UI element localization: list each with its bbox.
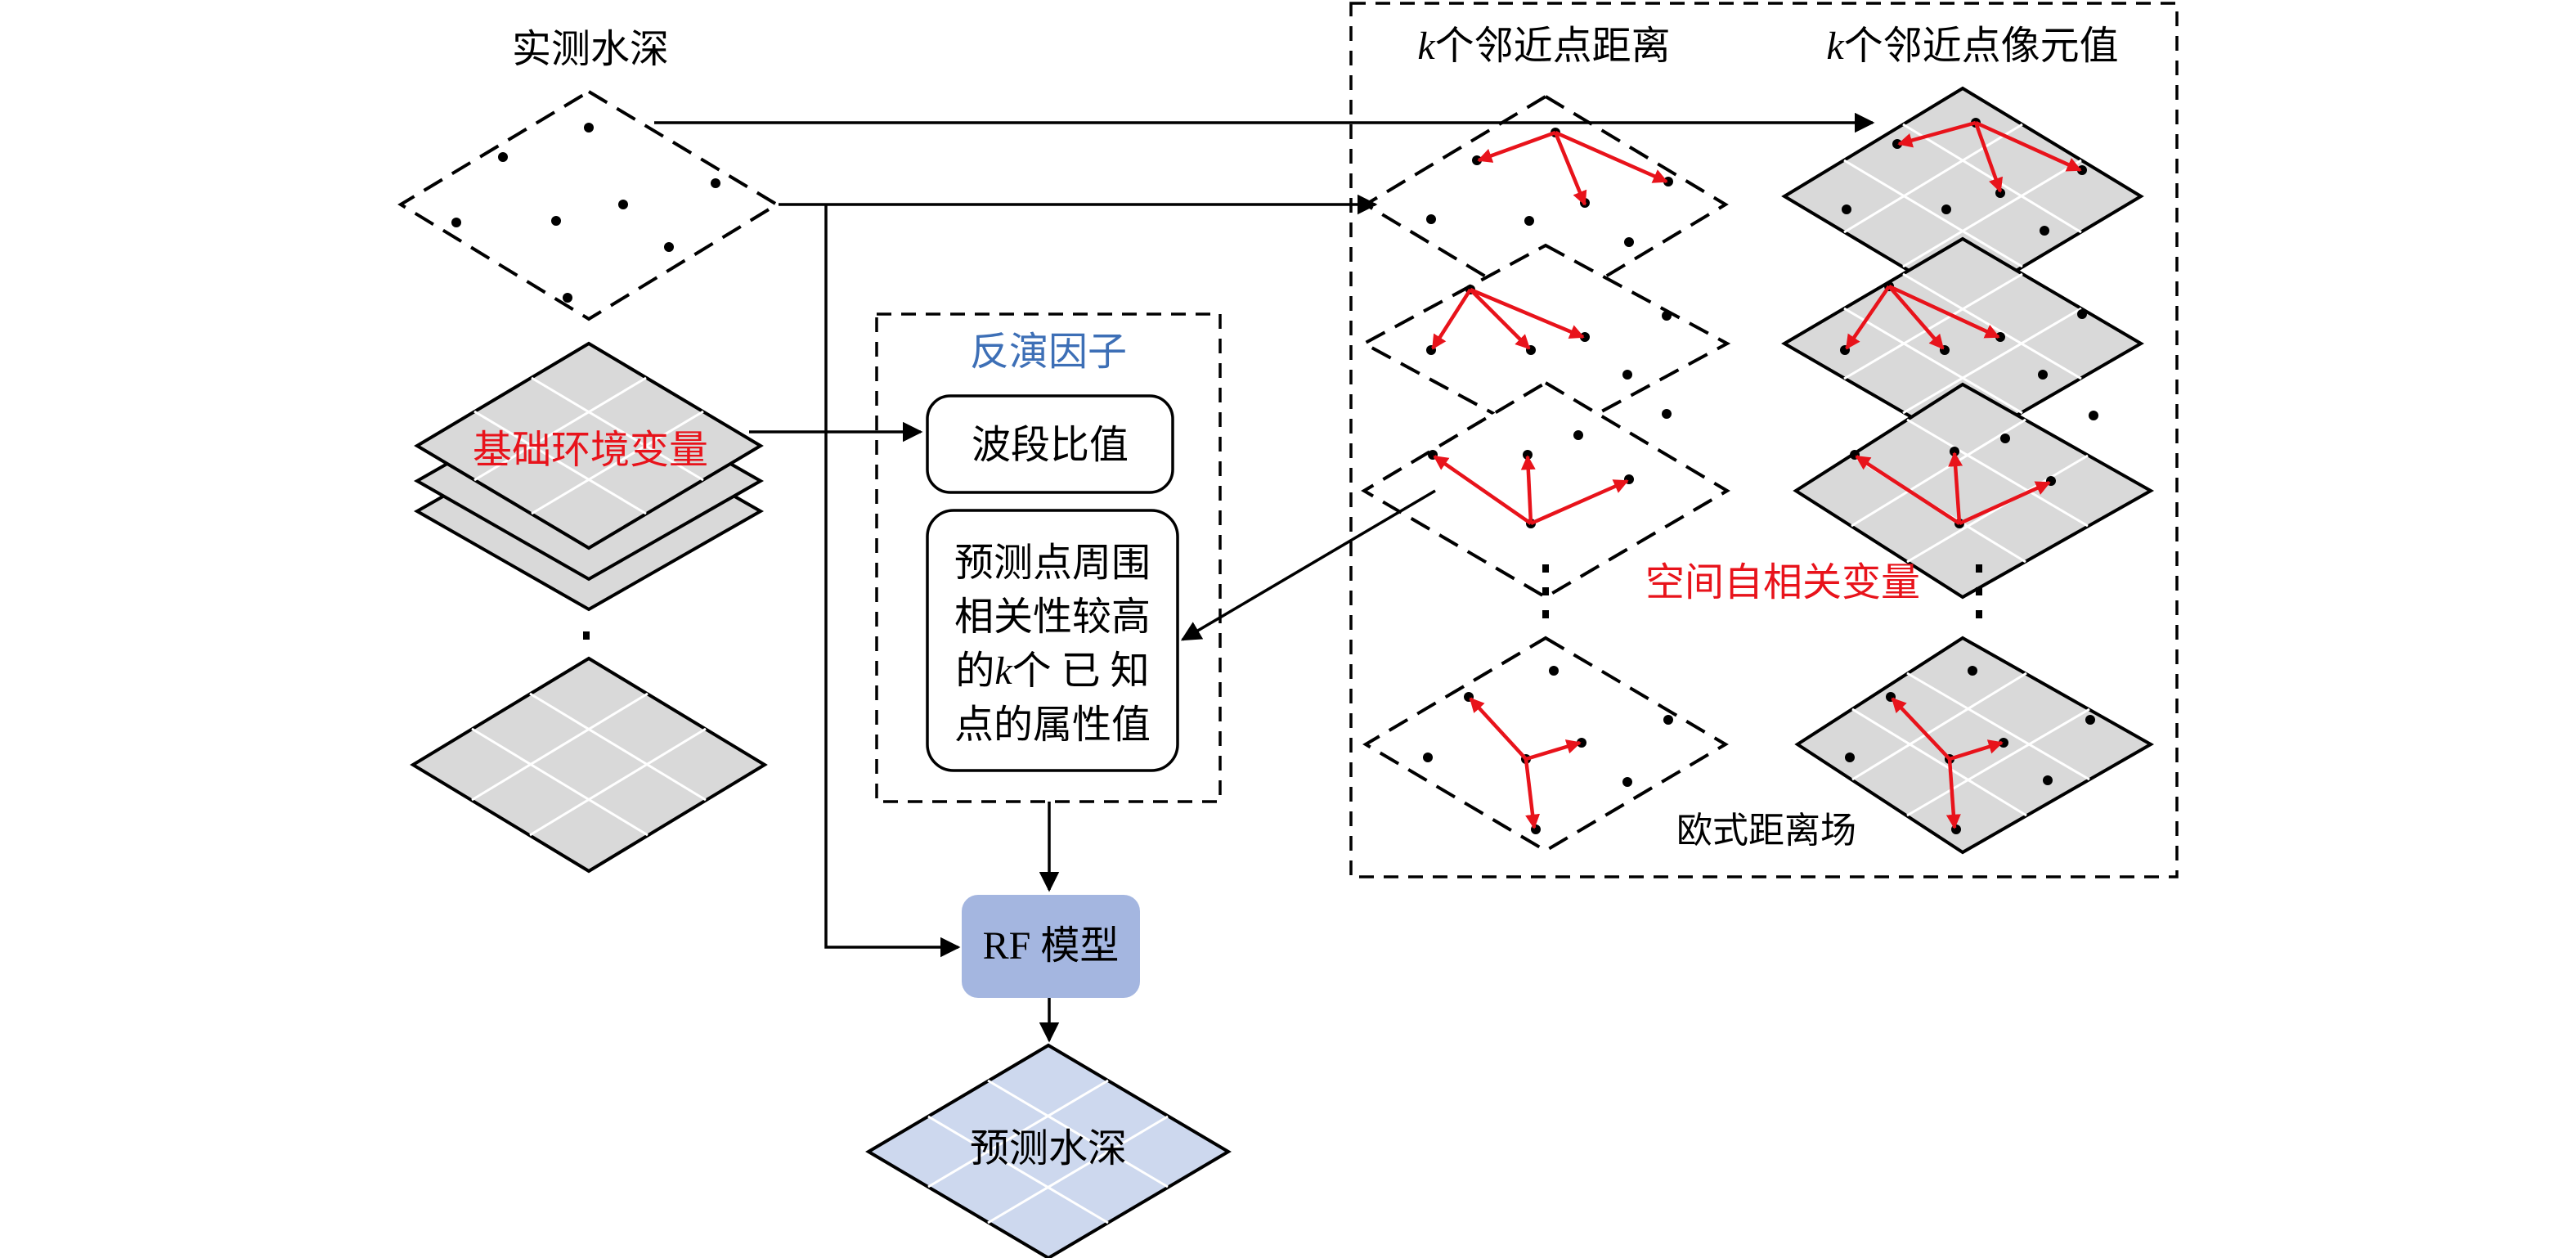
- base-env-vars-label: 基础环境变量: [473, 429, 708, 472]
- k-pix-header: k个邻近点像元值: [1826, 25, 2118, 68]
- k-dist-header: k个邻近点距离: [1417, 25, 1670, 68]
- base-env-var-stack: [413, 341, 765, 612]
- arrow-depth-to-rf: [824, 204, 961, 958]
- k-neighbor-attr-line2: 相关性较高: [954, 595, 1151, 639]
- env-var-plate-n: [410, 656, 768, 874]
- arrow-distance-to-attr: [1180, 489, 1436, 641]
- pixel-plate-n: [1794, 636, 2155, 855]
- inversion-factors-label: 反演因子: [970, 330, 1127, 374]
- k-neighbor-attr-box: [926, 509, 1179, 772]
- pixel-plate-3: [1793, 382, 2155, 600]
- pixel-plate-2: [1781, 236, 2144, 449]
- rf-model-label: RF 模型: [983, 924, 1120, 968]
- distance-plate-1: [1362, 94, 1729, 315]
- predicted-depth-label: 预测水深: [970, 1127, 1127, 1170]
- k-neighbor-attr-line3: 的k个 已 知: [955, 649, 1149, 693]
- pixel-ellipsis: [1976, 564, 1982, 618]
- band-ratio-label: 波段比值: [972, 424, 1129, 467]
- measured-depth-plate: [397, 89, 780, 321]
- inversion-factors-box: [875, 312, 1222, 803]
- distance-plate-n: [1362, 636, 1729, 853]
- distance-plate-3: [1361, 380, 1730, 600]
- rf-model-box: [962, 895, 1140, 998]
- measured-depth-label: 实测水深: [512, 28, 669, 71]
- band-ratio-box: [926, 394, 1174, 494]
- k-neighbor-attr-line1: 预测点周围: [954, 541, 1151, 585]
- distance-ellipsis: [1542, 564, 1549, 618]
- k-neighbor-attr-line4: 点的属性值: [954, 703, 1151, 747]
- euclid-field-label: 欧式距离场: [1676, 811, 1856, 851]
- spatial-autocorr-box: [1349, 2, 2179, 878]
- predicted-depth-plate: [865, 1043, 1232, 1258]
- spatial-autocorr-label: 空间自相关变量: [1645, 561, 1920, 604]
